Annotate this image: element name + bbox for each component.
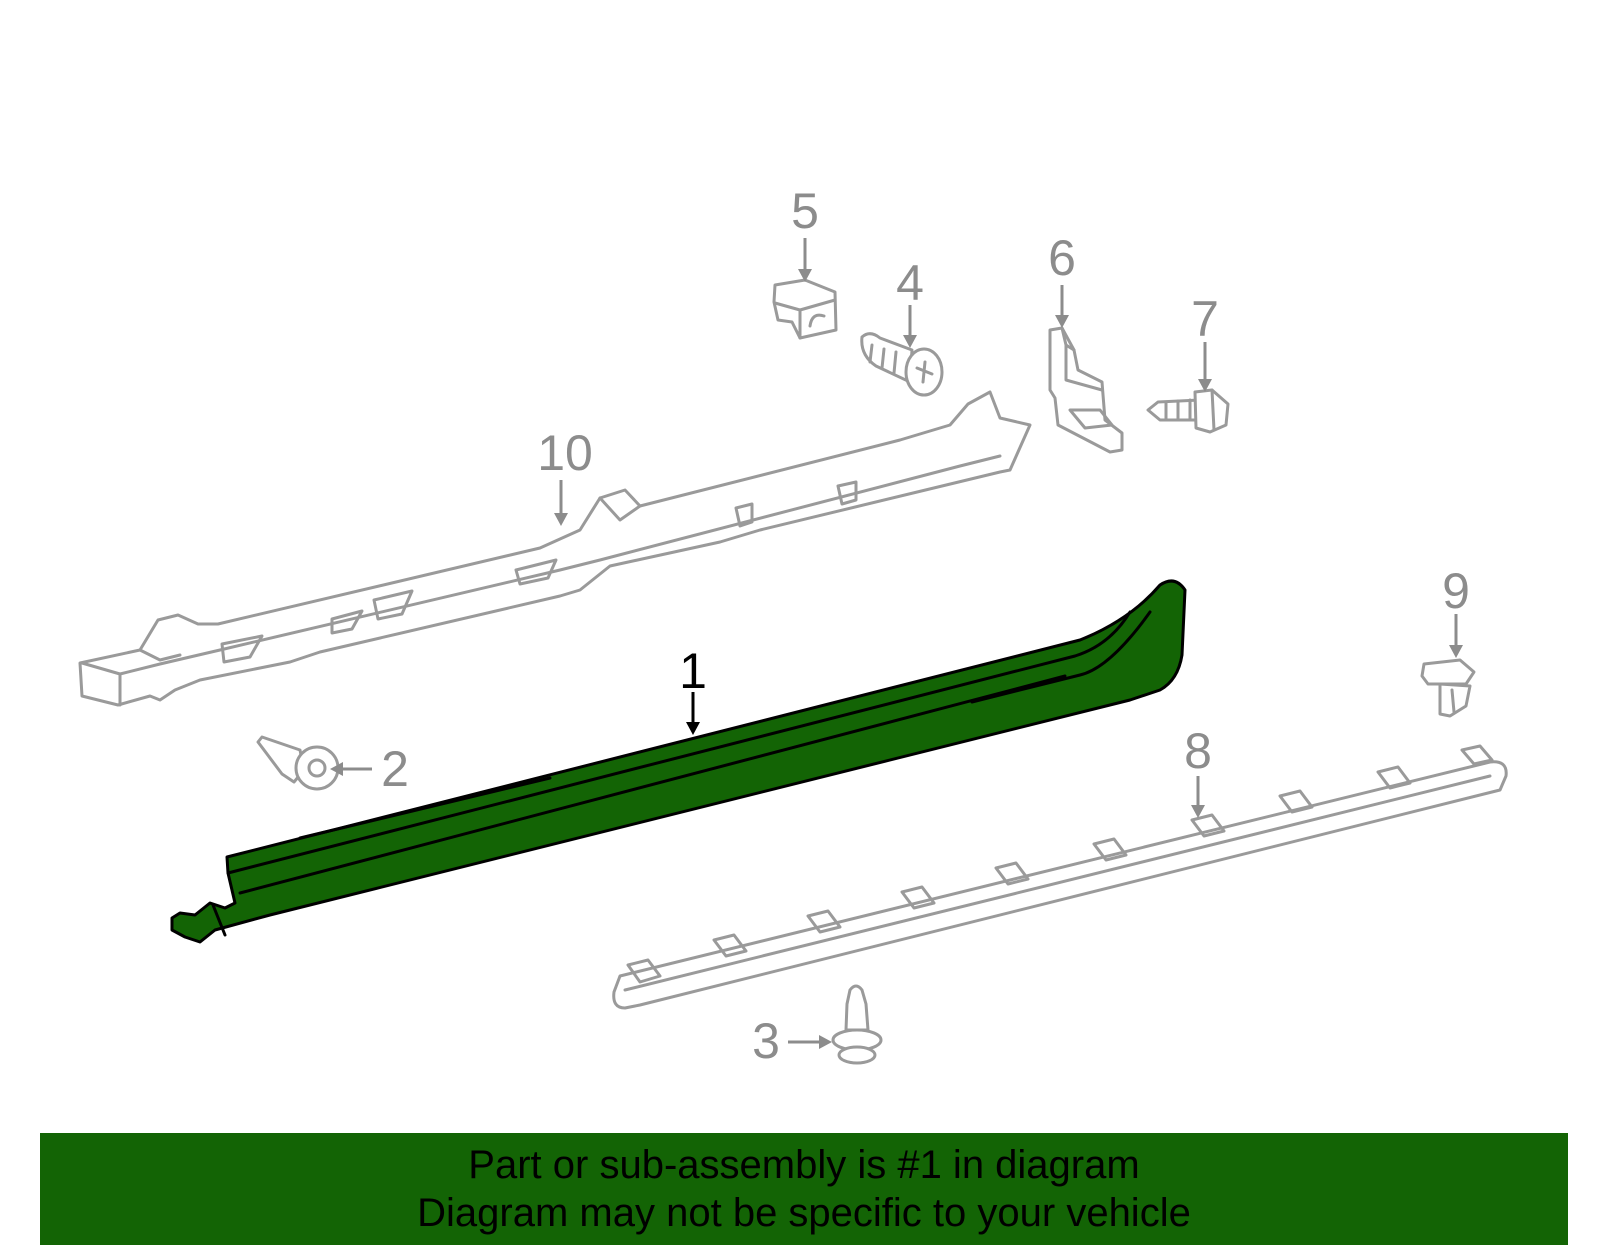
part-1-shape xyxy=(170,579,1187,944)
callout-10-label: 10 xyxy=(537,425,593,481)
part-9-clip xyxy=(1420,658,1476,718)
part-6-bracket xyxy=(1048,326,1124,454)
callout-8-label: 8 xyxy=(1184,723,1212,779)
callout-5: 5 xyxy=(791,183,819,282)
callout-2: 2 xyxy=(330,741,409,797)
part-10-rocker-bracket xyxy=(78,390,1032,707)
callout-9: 9 xyxy=(1442,563,1470,658)
callout-3-label: 3 xyxy=(752,1013,780,1069)
info-banner: Part or sub-assembly is #1 in diagram Di… xyxy=(40,1133,1568,1245)
part-4-screw xyxy=(860,332,944,397)
callout-3: 3 xyxy=(752,1013,832,1069)
callout-5-label: 5 xyxy=(791,183,819,239)
part-8-lower-strip xyxy=(612,744,1508,1010)
part-3-fastener xyxy=(831,984,883,1065)
callout-4: 4 xyxy=(896,255,924,348)
banner-line-2: Diagram may not be specific to your vehi… xyxy=(417,1191,1191,1235)
callout-2-label: 2 xyxy=(381,741,409,797)
callout-8: 8 xyxy=(1184,723,1212,818)
callout-6-label: 6 xyxy=(1048,230,1076,286)
part-2-clip xyxy=(256,735,340,791)
callout-6: 6 xyxy=(1048,230,1076,328)
part-1-rocker-molding xyxy=(170,579,1187,944)
callout-1: 1 xyxy=(679,643,707,735)
callout-7-label: 7 xyxy=(1191,291,1219,347)
callout-1-label: 1 xyxy=(679,643,707,699)
callout-9-label: 9 xyxy=(1442,563,1470,619)
callout-4-label: 4 xyxy=(896,255,924,311)
callout-7: 7 xyxy=(1191,291,1219,392)
part-5-nut-clip xyxy=(772,278,838,340)
banner-line-1: Part or sub-assembly is #1 in diagram xyxy=(468,1143,1140,1187)
part-7-bolt xyxy=(1146,388,1230,434)
callout-10: 10 xyxy=(537,425,593,526)
